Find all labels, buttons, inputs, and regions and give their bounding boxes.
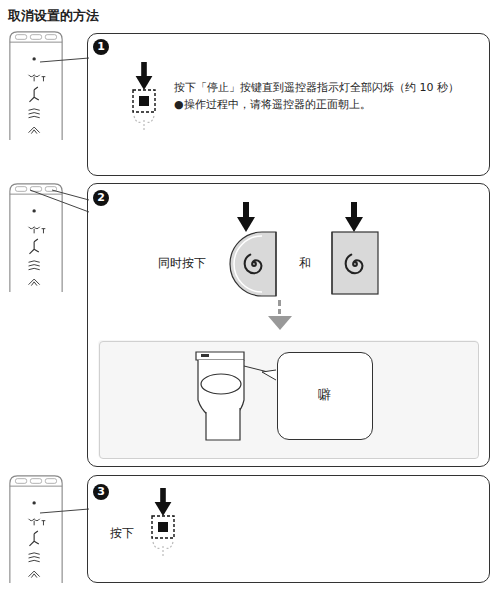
callout-number: 3 — [93, 484, 109, 500]
speech-bubble: 噼 — [277, 352, 373, 440]
step-text: ●操作过程中，请将遥控器的正面朝上。 — [174, 98, 485, 112]
step-panel: 同时按下 和噼 — [87, 183, 490, 467]
callout-number: 2 — [93, 190, 109, 206]
step-panel: 按下 — [87, 475, 490, 583]
step-text: 同时按下 — [158, 256, 228, 272]
step-text: 按下「停止」按键直到遥控器指示灯全部闪烁（约 10 秒） — [174, 81, 485, 95]
step-panel: 按下「停止」按键直到遥控器指示灯全部闪烁（约 10 秒） ●操作过程中，请将遥控器… — [87, 33, 490, 176]
callout-number: 1 — [93, 39, 109, 55]
step-text: 和 — [299, 256, 319, 272]
step-text: 按下 — [110, 526, 150, 542]
title: 取消设置的方法 — [8, 7, 99, 25]
result-box: 噼 — [99, 341, 479, 459]
step-text: 噼 — [318, 387, 331, 404]
